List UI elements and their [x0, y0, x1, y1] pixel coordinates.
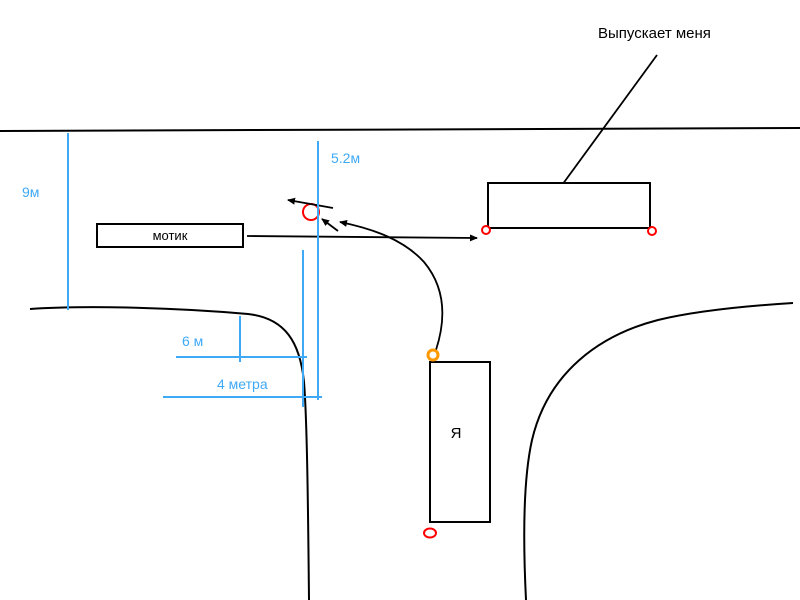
my-trajectory-curve: [339, 219, 444, 351]
label-me: Я: [451, 425, 462, 442]
wheel-marker-left-icon: [481, 225, 491, 235]
rear-marker-icon: [423, 527, 437, 539]
arrow-to-collision: [321, 218, 339, 232]
arrow-releases-me: [545, 54, 658, 208]
arrow-motik-path: [246, 234, 478, 242]
motik-box: [96, 223, 244, 248]
dim-label-6m: 6 м: [182, 333, 203, 349]
wheel-marker-right-icon: [647, 226, 657, 236]
road-edge-top: [0, 127, 800, 132]
collision-point-icon: [302, 203, 320, 221]
dim-label-5-2m: 5.2м: [331, 150, 360, 166]
arrow-left-small: [287, 197, 334, 209]
start-point-icon: [426, 348, 440, 362]
label-motik: мотик: [153, 228, 188, 243]
dim-label-4m: 4 метра: [217, 376, 268, 392]
other-car-box: [487, 182, 651, 229]
my-car-box: [429, 361, 491, 523]
road-edge-left-corner: [29, 306, 310, 600]
dim-label-9m: 9м: [22, 184, 39, 200]
label-releases-me: Выпускает меня: [598, 25, 711, 42]
road-edge-right-corner: [523, 302, 794, 600]
